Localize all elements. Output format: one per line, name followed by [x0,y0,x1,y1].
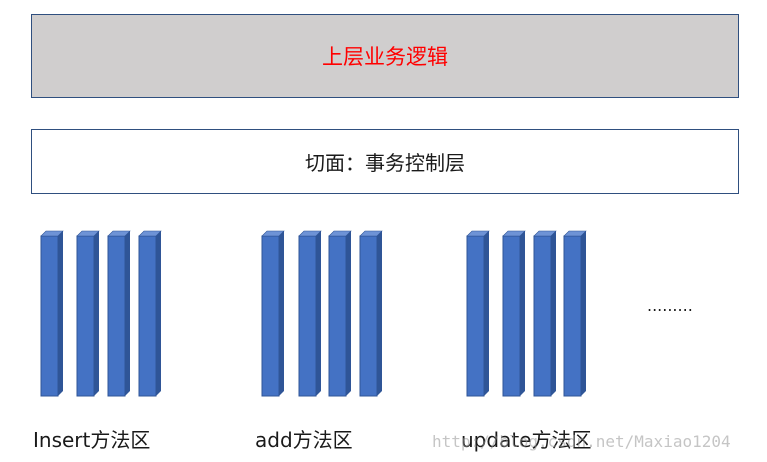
transaction-aspect-layer: 切面：事务控制层 [31,129,739,194]
method-bar [502,230,526,397]
business-logic-layer: 上层业务逻辑 [31,14,739,98]
update-method-area-label: update方法区 [461,428,592,452]
more-methods-ellipsis: ......... [647,296,693,315]
transaction-aspect-layer-label: 切面：事务控制层 [305,151,465,175]
method-bar [328,230,352,397]
business-logic-layer-label: 上层业务逻辑 [322,45,448,69]
method-bar [138,230,162,397]
method-bar [298,230,322,397]
method-bar [76,230,100,397]
method-bar [107,230,131,397]
method-bar [563,230,587,397]
method-bar [40,230,64,397]
method-bar [533,230,557,397]
method-bar [261,230,285,397]
method-bar [466,230,490,397]
add-method-area-label: add方法区 [255,428,353,452]
insert-method-area-label: Insert方法区 [33,428,151,452]
method-bar [359,230,383,397]
